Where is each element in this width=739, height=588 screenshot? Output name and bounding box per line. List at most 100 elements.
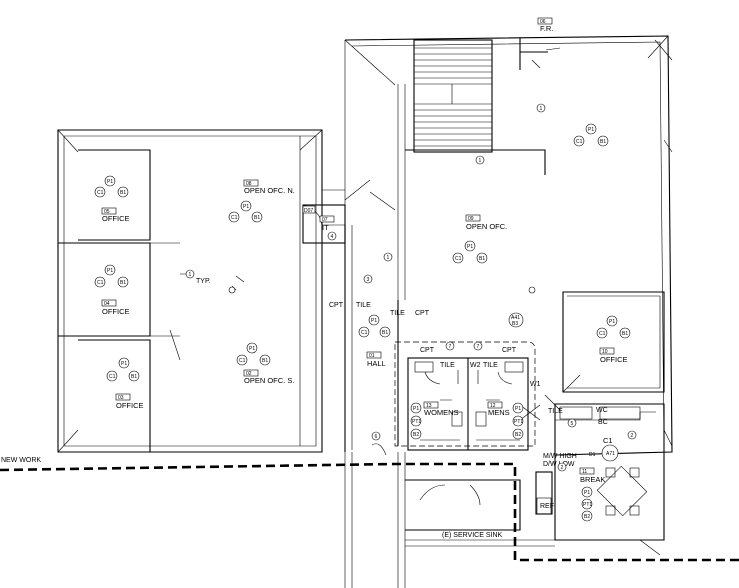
room-12[interactable]: 12 MENS P1 PT1 B2 — [487, 401, 523, 440]
svg-text:5: 5 — [571, 421, 574, 427]
svg-text:WC: WC — [596, 407, 608, 414]
svg-text:CPT: CPT — [502, 347, 517, 354]
room-01[interactable]: P1 C1 B1 01 HALL — [358, 314, 391, 368]
svg-text:CPT: CPT — [329, 302, 344, 309]
svg-text:B1: B1 — [120, 190, 126, 196]
work-boundary — [394, 341, 536, 447]
svg-text:OPEN OFC. S.: OPEN OFC. S. — [244, 376, 294, 385]
svg-text:4: 4 — [331, 234, 334, 240]
svg-text:1: 1 — [479, 158, 482, 164]
office-10 — [562, 291, 665, 393]
svg-text:BREAK: BREAK — [580, 475, 605, 484]
svg-text:B1: B1 — [131, 374, 137, 380]
svg-text:6: 6 — [375, 434, 378, 440]
svg-text:B1: B1 — [479, 256, 485, 262]
svg-text:MENS: MENS — [488, 408, 510, 417]
room-11[interactable]: C1 A71 D1 11 BREAK P1 PT1 B2 — [579, 436, 619, 522]
room-06[interactable]: 06 F.R. — [537, 17, 553, 33]
svg-text:P1: P1 — [588, 127, 594, 133]
svg-text:HALL: HALL — [367, 359, 386, 368]
svg-text:B1: B1 — [382, 330, 388, 336]
room-03[interactable]: P1 C1 B1 03 OFFICE — [106, 357, 144, 410]
svg-text:M/W HIGH: M/W HIGH — [543, 453, 577, 460]
svg-text:B2: B2 — [515, 432, 521, 438]
svg-text:05: 05 — [104, 209, 110, 215]
svg-text:B2: B2 — [413, 432, 419, 438]
svg-text:7: 7 — [477, 344, 480, 350]
svg-text:C1: C1 — [97, 280, 104, 286]
svg-text:BC: BC — [598, 419, 608, 426]
svg-text:B1: B1 — [622, 331, 628, 337]
svg-text:P1: P1 — [249, 346, 255, 352]
svg-text:13: 13 — [426, 403, 432, 409]
svg-text:B1: B1 — [262, 358, 268, 364]
svg-text:04: 04 — [104, 301, 110, 307]
svg-text:1: 1 — [387, 255, 390, 261]
room-07[interactable]: D07 07 IT — [302, 205, 335, 232]
new-work-line — [0, 462, 739, 562]
svg-text:REF: REF — [540, 503, 554, 510]
svg-text:02: 02 — [246, 371, 252, 377]
svg-text:TILE: TILE — [390, 310, 405, 317]
svg-text:CPT: CPT — [415, 310, 430, 317]
svg-text:A41: A41 — [511, 315, 520, 321]
svg-text:OFFICE: OFFICE — [102, 214, 130, 223]
svg-text:1: 1 — [540, 106, 543, 112]
svg-text:C1: C1 — [109, 374, 116, 380]
south-area — [344, 452, 661, 588]
hall-walls — [322, 149, 546, 452]
svg-text:D1: D1 — [589, 452, 596, 458]
svg-text:C1: C1 — [599, 331, 606, 337]
svg-text:C1: C1 — [231, 215, 238, 221]
room-09[interactable]: 09 OPEN OFC. P1 C1 B1 P1 C1 B1 — [452, 123, 609, 264]
svg-text:TYP.: TYP. — [196, 278, 211, 285]
restrooms — [407, 357, 529, 451]
svg-text:P1: P1 — [107, 268, 113, 274]
svg-text:OPEN OFC. N.: OPEN OFC. N. — [244, 186, 295, 195]
break-room — [535, 403, 665, 541]
svg-text:06: 06 — [540, 19, 546, 25]
keynotes: 1 1 1 1 3 4 7 7 6 5 2 2 — [185, 103, 637, 472]
svg-text:P1: P1 — [467, 244, 473, 250]
svg-text:TILE: TILE — [548, 408, 563, 415]
svg-text:B1: B1 — [600, 139, 606, 145]
svg-text:7: 7 — [449, 344, 452, 350]
svg-text:OFFICE: OFFICE — [600, 355, 628, 364]
svg-text:IT: IT — [322, 223, 329, 232]
svg-text:PT1: PT1 — [412, 419, 421, 425]
svg-text:10: 10 — [602, 349, 608, 355]
svg-text:B3: B3 — [512, 321, 518, 327]
room-02[interactable]: P1 C1 B1 02 OPEN OFC. S. — [236, 342, 294, 385]
svg-text:OFFICE: OFFICE — [102, 307, 130, 316]
west-wing-walls — [57, 129, 323, 453]
svg-text:TILE: TILE — [356, 302, 371, 309]
svg-text:12: 12 — [490, 403, 496, 409]
svg-text:W2: W2 — [470, 362, 481, 369]
svg-text:WOMENS: WOMENS — [424, 408, 459, 417]
svg-text:OPEN OFC.: OPEN OFC. — [466, 222, 507, 231]
room-05[interactable]: P1 C1 B1 05 OFFICE — [94, 175, 130, 223]
room-10[interactable]: P1 C1 B1 10 OFFICE — [596, 315, 631, 364]
svg-text:OFFICE: OFFICE — [116, 401, 144, 410]
room-13[interactable]: P1 PT1 B2 13 WOMENS — [410, 401, 459, 440]
room-04[interactable]: P1 C1 B1 04 OFFICE — [94, 264, 130, 316]
svg-text:3: 3 — [367, 277, 370, 283]
svg-text:C1: C1 — [361, 330, 368, 336]
svg-text:03: 03 — [118, 395, 124, 401]
svg-text:2: 2 — [561, 465, 564, 471]
svg-text:P1: P1 — [371, 318, 377, 324]
svg-text:P1: P1 — [413, 406, 419, 412]
svg-text:C1: C1 — [455, 256, 462, 262]
svg-text:(E) SERVICE SINK: (E) SERVICE SINK — [442, 532, 502, 539]
svg-text:PT1: PT1 — [514, 419, 523, 425]
misc-symbols — [180, 47, 561, 456]
svg-text:D07: D07 — [304, 208, 313, 214]
svg-text:P1: P1 — [243, 204, 249, 210]
room-08[interactable]: 08 OPEN OFC. N. P1 C1 B1 — [228, 179, 295, 223]
svg-text:C1: C1 — [239, 358, 246, 364]
svg-text:P1: P1 — [107, 179, 113, 185]
svg-text:W1: W1 — [530, 381, 541, 388]
svg-text:C1: C1 — [603, 436, 613, 445]
svg-text:P1: P1 — [609, 319, 615, 325]
